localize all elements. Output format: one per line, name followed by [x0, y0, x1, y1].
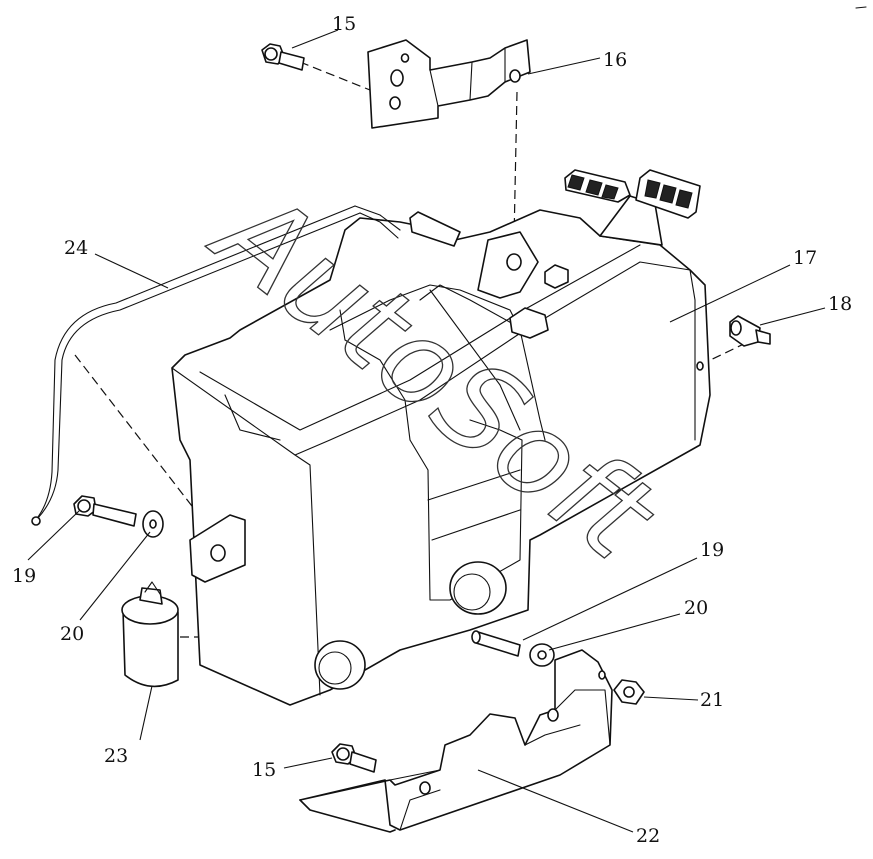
washer-tank: [171, 169, 711, 706]
leader-lines: [27, 29, 826, 833]
callout-18: 18: [828, 293, 852, 315]
corner-mark: [855, 6, 867, 9]
bolt-left: [73, 495, 137, 527]
washer-pump: [121, 581, 179, 688]
lower-bracket: [299, 649, 613, 833]
callout-17: 17: [793, 247, 817, 269]
callout-21: 21: [700, 689, 724, 711]
level-sensor: [729, 315, 771, 347]
nut: [613, 679, 645, 705]
washer-right: [529, 643, 555, 667]
callout-23: 23: [104, 745, 128, 767]
callout-labels: 15 16 17 18 24 19 20 23 19 20 21 15 22: [12, 13, 852, 847]
callout-19-left: 19: [12, 565, 36, 587]
callout-15-top: 15: [332, 13, 356, 35]
callout-15-bottom: 15: [252, 759, 276, 781]
washer-left: [142, 510, 164, 538]
callout-20-left: 20: [60, 623, 84, 645]
callout-22: 22: [636, 825, 660, 847]
callout-24: 24: [64, 237, 88, 259]
upper-bracket: [367, 39, 531, 129]
hose: [31, 205, 401, 526]
callout-19-right: 19: [700, 539, 724, 561]
callout-16: 16: [603, 49, 627, 71]
callout-20-right: 20: [684, 597, 708, 619]
bolt-right: [471, 630, 521, 657]
bolt-top: [261, 43, 305, 71]
bolt-bottom: [331, 743, 377, 773]
